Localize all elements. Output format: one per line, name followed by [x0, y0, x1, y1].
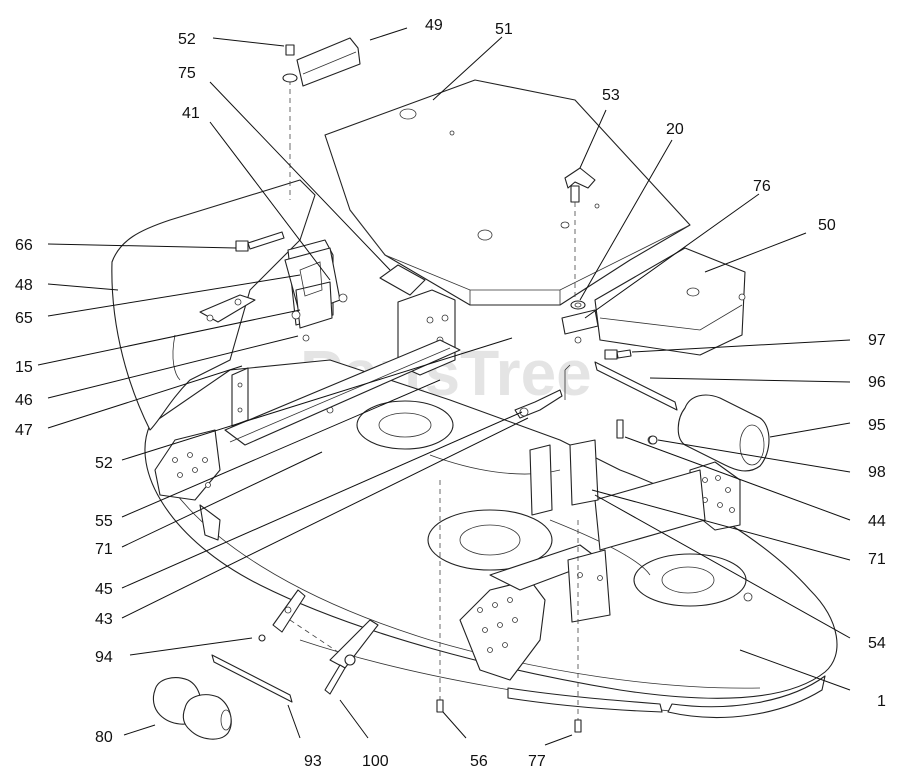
callout-96: 96: [868, 374, 886, 391]
part-51-top-cover: [324, 79, 691, 306]
part-49-top-plate: [289, 37, 361, 145]
callout-66: 66: [15, 237, 33, 254]
part-66-bolt: [235, 231, 285, 252]
callout-48: 48: [15, 277, 33, 294]
callout-52-top: 52: [178, 31, 196, 48]
part-center-brackets: [514, 364, 657, 623]
callout-44: 44: [868, 513, 886, 530]
callout-47: 47: [15, 422, 33, 439]
callout-75: 75: [178, 65, 196, 82]
callout-65: 65: [15, 310, 33, 327]
callout-45: 45: [95, 581, 113, 598]
callout-labels: 52 49 51 75 53 41 20 76 50 66 48 65 15 4…: [15, 17, 886, 770]
callout-95: 95: [868, 417, 886, 434]
callout-1: 1: [877, 693, 886, 710]
callout-76: 76: [753, 178, 771, 195]
callout-100: 100: [362, 753, 389, 770]
callout-49: 49: [425, 17, 443, 34]
part-50-right-cover: [594, 247, 746, 356]
callout-50: 50: [818, 217, 836, 234]
parts-56-77-bolts: [282, 44, 582, 733]
parts-20-76-washers: [561, 300, 599, 344]
callout-71-right: 71: [868, 551, 886, 568]
part-front-baffle: [459, 544, 601, 681]
callout-77: 77: [528, 753, 546, 770]
parts-bracket-assembly: [199, 239, 348, 342]
callout-54: 54: [868, 635, 886, 652]
part-75-pad: [379, 264, 426, 296]
callout-71-left: 71: [95, 541, 113, 558]
callout-98: 98: [868, 464, 886, 481]
leader-lines: [37, 27, 851, 746]
callout-20: 20: [666, 121, 684, 138]
callout-43: 43: [95, 611, 113, 628]
callout-46: 46: [15, 392, 33, 409]
callout-93: 93: [304, 753, 322, 770]
parts-right-roller-assembly: [594, 349, 770, 472]
callout-41: 41: [182, 105, 200, 122]
callout-56: 56: [470, 753, 488, 770]
callout-97: 97: [868, 332, 886, 349]
callout-94: 94: [95, 649, 113, 666]
callout-80: 80: [95, 729, 113, 746]
callout-51: 51: [495, 21, 513, 38]
parts-front-roller-assembly: [152, 589, 379, 740]
callout-55: 55: [95, 513, 113, 530]
part-left-baffle: [154, 429, 221, 541]
callout-53: 53: [602, 87, 620, 104]
callout-15: 15: [15, 359, 33, 376]
part-47-rear-bracket: [224, 289, 461, 446]
part-right-baffle: [594, 461, 741, 551]
callout-52-left: 52: [95, 455, 113, 472]
